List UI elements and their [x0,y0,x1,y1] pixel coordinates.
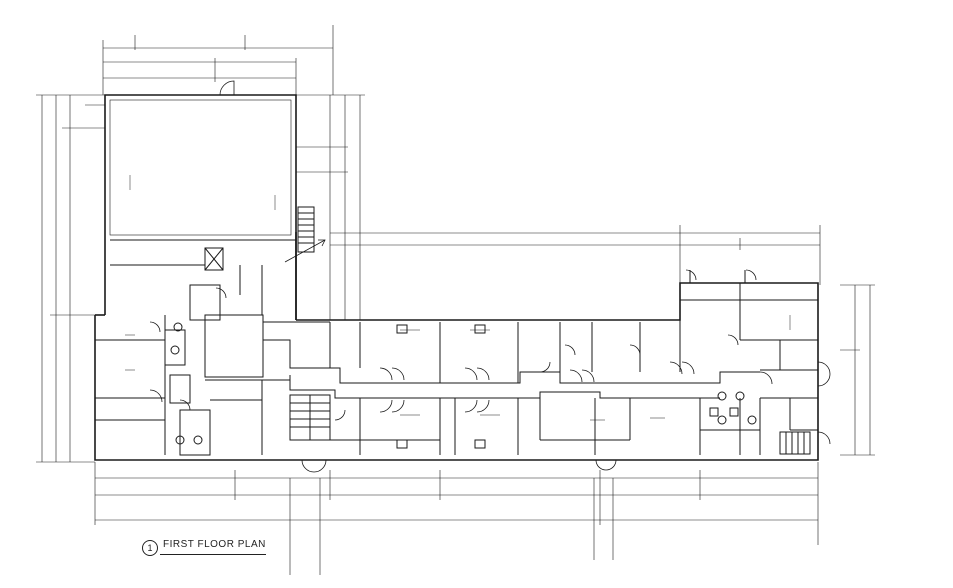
dimension-lines [36,25,875,575]
door-swings [149,80,831,473]
interior-walls [95,206,818,456]
exterior-walls [94,94,819,461]
drawing-number: 1 [142,540,158,556]
drawing-title: FIRST FLOOR PLAN [163,539,266,550]
stair-arrow [284,239,326,263]
title-underline [160,554,266,555]
dimension-ticks [125,175,791,421]
